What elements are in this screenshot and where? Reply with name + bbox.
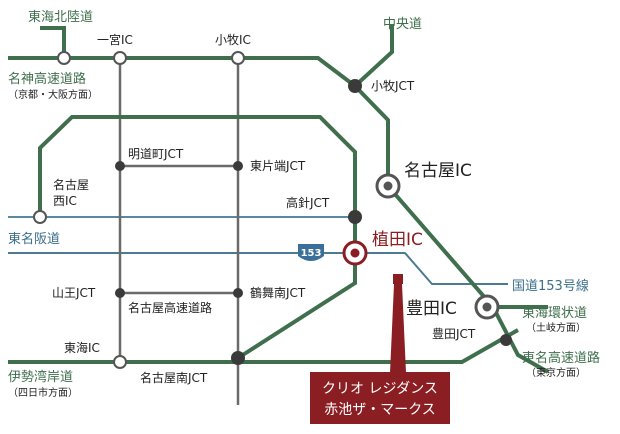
route-153-label: 国道153号線	[512, 278, 589, 294]
tsurumaiminami-jct-label: 鶴舞南JCT	[250, 285, 306, 300]
ise-wangan-line	[8, 328, 519, 364]
meidocho-jct-node	[115, 161, 125, 171]
meishin-label: 名神高速道路	[8, 71, 86, 87]
nagoya-ic-marker	[375, 173, 401, 199]
higashikataha-jct-label: 東片端JCT	[250, 159, 306, 173]
toyota-ic-marker	[474, 294, 500, 320]
tomei-direction-label: （東京方面）	[526, 366, 586, 379]
sanno-jct-node	[115, 288, 125, 298]
toyota-jct-label: 豊田JCT	[432, 327, 476, 341]
komaki-ic-label: 小牧IC	[215, 33, 251, 47]
tokai-kanjo-direction-label: （土岐方面）	[526, 321, 586, 334]
property-callout-pointer	[390, 284, 406, 373]
tokai-kanjo-label: 東海環状道	[522, 305, 587, 321]
tomei-hanshin-label: 東名阪道	[8, 231, 60, 247]
nagoya-nishi-ic-label-line2: 西IC	[53, 194, 77, 208]
ise-wangan-label: 伊勢湾岸道	[8, 369, 73, 385]
takabari-jct-node	[348, 210, 362, 224]
toyota-jct-node	[500, 334, 512, 346]
property-name-line1: クリオ レジダンス	[322, 381, 438, 397]
nagoya-minami-jct-label: 名古屋南JCT	[140, 370, 208, 385]
ueda-ic-label: 植田IC	[372, 230, 423, 250]
meishin-direction-label: （京都・大阪方面）	[8, 88, 98, 101]
tokai-hokuriku-node	[57, 51, 71, 65]
ichinomiya-ic-label: 一宮IC	[97, 32, 133, 47]
nagoya-nishi-ic-node	[33, 210, 47, 224]
nagoya-ic-label: 名古屋IC	[404, 161, 472, 181]
higashikataha-jct-node	[233, 161, 243, 171]
nagoya-ring-line	[38, 115, 357, 360]
property-marker	[393, 274, 403, 284]
tsurumaiminami-jct-node	[233, 288, 243, 298]
tokai-hokuriku-line	[40, 26, 66, 58]
property-name-line2: 赤池ザ・マークス	[324, 402, 436, 418]
meidocho-jct-label: 明道町JCT	[128, 147, 184, 161]
property-label-box	[310, 372, 450, 424]
route-153-line	[8, 252, 508, 285]
ueda-ic-marker	[342, 240, 368, 266]
nagoya-expressway-label: 名古屋高速道路	[128, 300, 212, 315]
route-153-shield-number: 153	[301, 248, 322, 259]
nagoya-nishi-ic-label-line1: 名古屋	[53, 177, 89, 192]
ichinomiya-ic-node	[113, 51, 127, 65]
tokai-hokuriku-label: 東海北陸道	[28, 9, 93, 25]
nagoya-minami-jct-node	[231, 351, 245, 365]
sanno-jct-label: 山王JCT	[52, 286, 96, 300]
ise-wangan-direction-label: （四日市方面）	[8, 386, 78, 399]
komaki-jct-label: 小牧JCT	[371, 79, 415, 93]
tokai-ic-label: 東海IC	[64, 340, 100, 355]
tokai-ic-node	[113, 355, 127, 369]
toyota-ic-label: 豊田IC	[406, 299, 457, 319]
takabari-jct-label: 高針JCT	[286, 195, 330, 210]
route-153-shield: 153	[298, 244, 324, 261]
chuo-label: 中央道	[383, 17, 422, 32]
komaki-ic-node	[231, 51, 245, 65]
tomei-label: 東名高速道路	[522, 350, 600, 366]
komaki-jct-node	[348, 79, 362, 93]
meishin-line	[8, 56, 357, 88]
tomei-line	[353, 84, 549, 374]
chuo-line	[353, 24, 394, 88]
